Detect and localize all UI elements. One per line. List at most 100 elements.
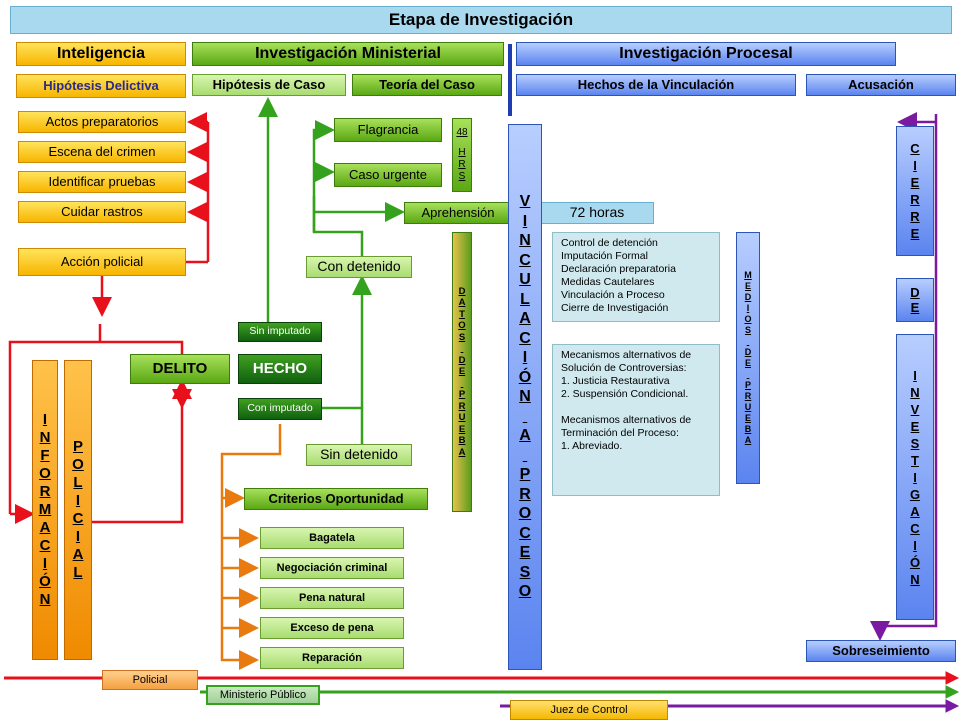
- criterio-bagatela: Bagatela: [260, 527, 404, 549]
- medios-prueba-letter: [747, 369, 750, 380]
- subheader-hechos-vinculacion: Hechos de la Vinculación: [516, 74, 796, 96]
- medios-prueba-letter: M: [744, 270, 752, 280]
- medios-prueba-letter: B: [744, 424, 752, 434]
- control-line: Medidas Cautelares: [561, 276, 655, 288]
- medios-prueba-letter: D: [744, 292, 752, 302]
- medios-prueba-letter: D: [744, 347, 752, 357]
- datos-prueba-letter: O: [458, 320, 466, 332]
- datos-prueba-letter: R: [458, 400, 466, 412]
- control-line: Declaración preparatoria: [561, 263, 676, 275]
- informacion-letter: R: [39, 483, 51, 500]
- criterio-pena-natural: Pena natural: [260, 587, 404, 609]
- de-letter: D: [910, 285, 920, 300]
- vinculacion-letter: E: [519, 544, 531, 562]
- policial-letter: C: [72, 510, 84, 527]
- mecanismos-line: Terminación del Proceso:: [561, 427, 679, 439]
- datos-prueba-letter: [461, 378, 464, 390]
- policial-letter: O: [72, 456, 84, 473]
- control-line: Imputación Formal: [561, 250, 648, 262]
- mecanismos-line: Mecanismos alternativos de: [561, 349, 692, 361]
- medios-prueba-letter: R: [744, 391, 752, 401]
- con-imputado-box: Con imputado: [238, 398, 322, 420]
- aprehension-box: Aprehensión: [404, 202, 512, 224]
- vinculacion-letter: L: [520, 290, 530, 308]
- control-line: Cierre de Investigación: [561, 302, 669, 314]
- informacion-letter: Ó: [39, 573, 51, 590]
- cierre-letter: R: [910, 209, 920, 224]
- caso-urgente-box: Caso urgente: [334, 163, 442, 187]
- header-investigacion-ministerial: Investigación Ministerial: [192, 42, 504, 66]
- medios-prueba-letter: S: [744, 325, 751, 335]
- vinculacion-letter: C: [519, 524, 531, 542]
- informacion-letter: N: [39, 591, 51, 608]
- datos-prueba-letter: S: [458, 331, 466, 343]
- informacion-letter: M: [38, 501, 52, 518]
- medios-prueba-letter: E: [744, 413, 751, 423]
- policial-letter: P: [72, 438, 83, 455]
- vinculacion-letter: Ó: [518, 368, 532, 386]
- datos-prueba-letter: D: [458, 285, 466, 297]
- investigacion-letter: I: [913, 469, 917, 485]
- medios-prueba-letter: I: [746, 303, 750, 313]
- item-actos-preparatorios: Actos preparatorios: [18, 111, 186, 133]
- vinculacion-letter: C: [519, 329, 531, 347]
- investigacion-letter: I: [913, 537, 917, 553]
- vinculacion-letter: O: [518, 505, 532, 523]
- vinculacion-letter: N: [519, 232, 531, 250]
- datos-prueba-letter: E: [458, 366, 466, 378]
- policial-letter: A: [72, 546, 84, 563]
- informacion-letter: A: [39, 519, 51, 536]
- cierre-letter: E: [910, 226, 920, 241]
- medios-prueba-letter: E: [744, 358, 751, 368]
- de-letter: E: [910, 300, 920, 315]
- investigacion-letter: S: [910, 435, 920, 451]
- vinculacion-letter: A: [519, 310, 531, 328]
- subheader-hipotesis-caso: Hipótesis de Caso: [192, 74, 346, 96]
- 48-number: 48: [456, 127, 468, 138]
- hrs-letter: R: [458, 159, 466, 170]
- datos-prueba-letter: A: [458, 446, 466, 458]
- vinculacion-letter: V: [519, 193, 531, 211]
- medios-prueba-letter: A: [744, 435, 752, 445]
- vinculacion-letter: U: [519, 271, 531, 289]
- policial-letter: I: [75, 492, 81, 509]
- criterio-exceso-pena: Exceso de pena: [260, 617, 404, 639]
- control-line: Vinculación a Proceso: [561, 289, 665, 301]
- actor-juez-control: Juez de Control: [510, 700, 668, 720]
- policial-letter: L: [73, 564, 83, 581]
- medios-prueba-letter: E: [744, 281, 751, 291]
- medios-prueba-letter: O: [744, 314, 752, 324]
- mecanismos-line: Mecanismos alternativos de: [561, 414, 692, 426]
- investigacion-letter: E: [910, 418, 920, 434]
- datos-prueba-letter: [461, 343, 464, 355]
- vinculacion-letter: S: [519, 563, 531, 581]
- item-accion-policial: Acción policial: [18, 248, 186, 276]
- criterio-reparacion: Reparación: [260, 647, 404, 669]
- investigacion-letter: V: [910, 401, 920, 417]
- datos-prueba-letter: D: [458, 354, 466, 366]
- cierre-letter: R: [910, 192, 920, 207]
- vinculacion-letter: [523, 407, 527, 427]
- datos-prueba-letter: T: [459, 308, 465, 320]
- 72-horas-box: 72 horas: [540, 202, 654, 224]
- vinculacion-letter: P: [519, 466, 531, 484]
- informacion-letter: C: [39, 537, 51, 554]
- informacion-letter: O: [39, 465, 51, 482]
- hecho-box: HECHO: [238, 354, 322, 384]
- criterio-negociacion-criminal: Negociación criminal: [260, 557, 404, 579]
- policial-letter: L: [73, 474, 83, 491]
- subheader-acusacion: Acusación: [806, 74, 956, 96]
- mecanismos-line: 1. Justicia Restaurativa: [561, 375, 670, 387]
- header-investigacion-procesal: Investigación Procesal: [516, 42, 896, 66]
- item-identificar-pruebas: Identificar pruebas: [18, 171, 186, 193]
- sin-imputado-box: Sin imputado: [238, 322, 322, 342]
- vinculacion-letter: N: [519, 388, 531, 406]
